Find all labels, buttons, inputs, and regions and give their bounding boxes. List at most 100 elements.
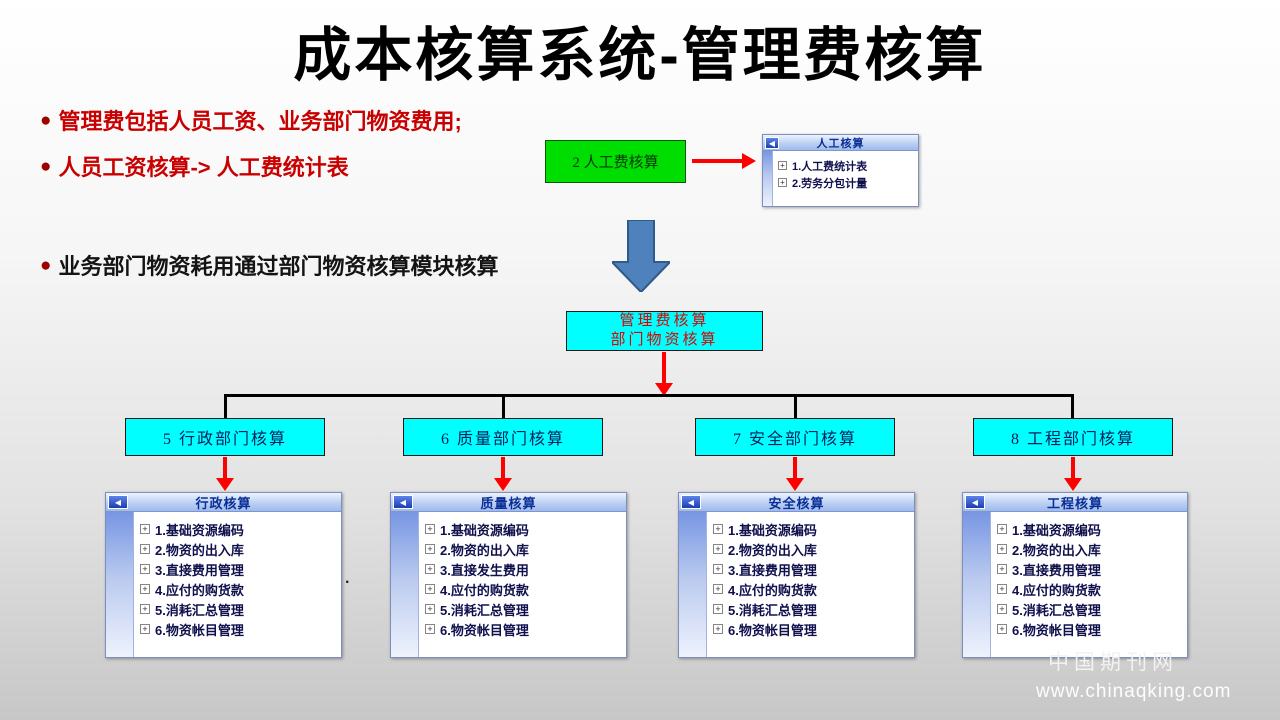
bullet-line-1: ● 管理费包括人员工资、业务部门物资费用;	[40, 104, 462, 136]
watermark-url: www.chinaqking.com	[1036, 681, 1232, 702]
expand-plus-icon[interactable]: +	[713, 624, 723, 634]
tree-item[interactable]: +2.物资的出入库	[140, 539, 337, 559]
tree-item[interactable]: +5.消耗汇总管理	[997, 599, 1183, 619]
arrow-head	[742, 153, 756, 169]
connector-stub-4	[1071, 394, 1074, 418]
tree-item-label: 2.物资的出入库	[728, 542, 817, 558]
tree-item-label: 2.物资的出入库	[440, 542, 529, 558]
expand-plus-icon[interactable]: +	[425, 584, 435, 594]
tree-item[interactable]: +5.消耗汇总管理	[140, 599, 337, 619]
tree-item-label: 5.消耗汇总管理	[155, 602, 244, 618]
connector-horizontal	[225, 394, 1074, 397]
tree-item[interactable]: +3.直接费用管理	[997, 559, 1183, 579]
tree-item-label: 1.基础资源编码	[440, 522, 529, 538]
expand-plus-icon[interactable]: +	[425, 524, 435, 534]
back-arrow-icon[interactable]: ◀	[765, 137, 779, 149]
expand-plus-icon[interactable]: +	[997, 624, 1007, 634]
expand-plus-icon[interactable]: +	[997, 564, 1007, 574]
arrow-shaft	[1071, 457, 1075, 479]
bullet-line-2: ● 人员工资核算-> 人工费统计表	[40, 150, 349, 182]
connector-stub-2	[502, 394, 505, 418]
tree-item-label: 1.人工费统计表	[792, 160, 868, 173]
expand-plus-icon[interactable]: +	[713, 564, 723, 574]
arrow-down-root	[655, 352, 673, 396]
expand-plus-icon[interactable]: +	[997, 604, 1007, 614]
expand-plus-icon[interactable]: +	[140, 624, 150, 634]
expand-plus-icon[interactable]: +	[425, 604, 435, 614]
root-flow-box: 管理费核算 部门物资核算	[566, 311, 763, 351]
tree-item-label: 3.直接发生费用	[440, 562, 529, 578]
expand-plus-icon[interactable]: +	[140, 524, 150, 534]
tree-item[interactable]: +6.物资帐目管理	[713, 619, 910, 639]
tree-item[interactable]: +2.物资的出入库	[425, 539, 622, 559]
window-side-strip	[391, 512, 419, 657]
expand-plus-icon[interactable]: +	[778, 178, 787, 187]
tree-item-label: 4.应付的购货款	[728, 582, 817, 598]
tree-item[interactable]: +4.应付的购货款	[997, 579, 1183, 599]
tree-item[interactable]: +6.物资帐目管理	[425, 619, 622, 639]
labor-cost-box: 2 人工费核算	[545, 140, 686, 183]
tree-item[interactable]: +4.应付的购货款	[425, 579, 622, 599]
expand-plus-icon[interactable]: +	[140, 604, 150, 614]
tree-item[interactable]: +6.物资帐目管理	[997, 619, 1183, 639]
arrow-head	[216, 478, 234, 491]
back-arrow-icon[interactable]: ◀	[965, 495, 985, 509]
window-title: 安全核算	[768, 495, 825, 511]
tree-item[interactable]: +6.物资帐目管理	[140, 619, 337, 639]
tree-item[interactable]: +4.应付的购货款	[140, 579, 337, 599]
window-titlebar: ◀ 人工核算	[763, 135, 918, 151]
window-body: +1.基础资源编码 +2.物资的出入库 +3.直接发生费用 +4.应付的购货款 …	[391, 512, 626, 657]
tree-item-label: 3.直接费用管理	[728, 562, 817, 578]
expand-plus-icon[interactable]: +	[713, 544, 723, 554]
connector-stub-3	[794, 394, 797, 418]
expand-plus-icon[interactable]: +	[140, 584, 150, 594]
expand-plus-icon[interactable]: +	[425, 544, 435, 554]
tree-item[interactable]: + 2.劳务分包计量	[778, 174, 916, 191]
expand-plus-icon[interactable]: +	[425, 564, 435, 574]
tree-item-label: 6.物资帐目管理	[155, 622, 244, 638]
tree-item-label: 3.直接费用管理	[1012, 562, 1101, 578]
back-arrow-icon[interactable]: ◀	[108, 495, 128, 509]
expand-plus-icon[interactable]: +	[140, 564, 150, 574]
expand-plus-icon[interactable]: +	[778, 161, 787, 170]
tree-item[interactable]: + 1.人工费统计表	[778, 157, 916, 174]
expand-plus-icon[interactable]: +	[140, 544, 150, 554]
window-body: +1.基础资源编码 +2.物资的出入库 +3.直接费用管理 +4.应付的购货款 …	[106, 512, 341, 657]
expand-plus-icon[interactable]: +	[425, 624, 435, 634]
back-arrow-icon[interactable]: ◀	[393, 495, 413, 509]
window-side-strip	[963, 512, 991, 657]
tree-item[interactable]: +5.消耗汇总管理	[713, 599, 910, 619]
expand-plus-icon[interactable]: +	[997, 544, 1007, 554]
tree-item[interactable]: +4.应付的购货款	[713, 579, 910, 599]
branch-box-engineering: 8 工程部门核算	[973, 418, 1173, 456]
tree-item[interactable]: +1.基础资源编码	[140, 519, 337, 539]
tree-item[interactable]: +2.物资的出入库	[713, 539, 910, 559]
window-body: + 1.人工费统计表 + 2.劳务分包计量	[763, 151, 918, 206]
tree-item[interactable]: +1.基础资源编码	[997, 519, 1183, 539]
tree-item-label: 3.直接费用管理	[155, 562, 244, 578]
tree-item[interactable]: +3.直接费用管理	[713, 559, 910, 579]
watermark-text: 中国期刊网	[1048, 651, 1178, 674]
tree-item-label: 2.物资的出入库	[155, 542, 244, 558]
tree-item-label: 4.应付的购货款	[1012, 582, 1101, 598]
window-titlebar: ◀ 质量核算	[391, 493, 626, 512]
tree-list: +1.基础资源编码 +2.物资的出入库 +3.直接费用管理 +4.应付的购货款 …	[991, 512, 1187, 657]
back-arrow-icon[interactable]: ◀	[681, 495, 701, 509]
tree-item[interactable]: +2.物资的出入库	[997, 539, 1183, 559]
tree-list: + 1.人工费统计表 + 2.劳务分包计量	[773, 151, 918, 206]
expand-plus-icon[interactable]: +	[713, 584, 723, 594]
window-engineering-accounting: ◀ 工程核算 +1.基础资源编码 +2.物资的出入库 +3.直接费用管理 +4.…	[962, 492, 1188, 658]
branch-box-admin: 5 行政部门核算	[125, 418, 325, 456]
tree-item[interactable]: +1.基础资源编码	[425, 519, 622, 539]
tree-item[interactable]: +3.直接费用管理	[140, 559, 337, 579]
tree-item[interactable]: +3.直接发生费用	[425, 559, 622, 579]
expand-plus-icon[interactable]: +	[713, 604, 723, 614]
tree-item[interactable]: +1.基础资源编码	[713, 519, 910, 539]
expand-plus-icon[interactable]: +	[997, 524, 1007, 534]
expand-plus-icon[interactable]: +	[997, 584, 1007, 594]
window-side-strip	[106, 512, 134, 657]
tree-item-label: 1.基础资源编码	[728, 522, 817, 538]
tree-item[interactable]: +5.消耗汇总管理	[425, 599, 622, 619]
expand-plus-icon[interactable]: +	[713, 524, 723, 534]
